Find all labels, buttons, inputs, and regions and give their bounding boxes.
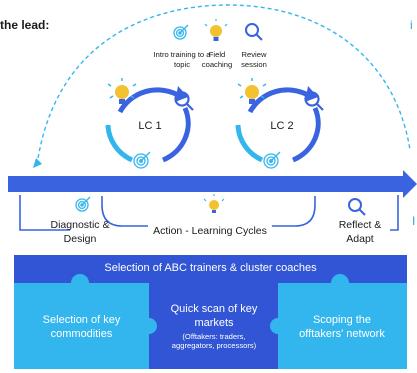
reflect-bracket xyxy=(390,195,399,231)
target-icon-intro xyxy=(173,24,189,40)
tile-right xyxy=(278,283,407,369)
phase-diagnostic: Diagnostic & Design xyxy=(50,219,110,245)
lightbulb-icon-field-coaching xyxy=(204,19,228,41)
tile-right-label: Scoping the offtakers' network xyxy=(299,314,385,340)
dashed-arc xyxy=(36,4,411,166)
cycle-label-lc1: LC 1 xyxy=(138,120,162,132)
target-icon-lc2 xyxy=(263,151,281,169)
edge-letter-bottom: I xyxy=(412,214,416,228)
tile-left xyxy=(14,283,149,369)
activity-field-coaching: Field coaching xyxy=(201,50,233,69)
cycle-label-lc2: LC 2 xyxy=(270,120,294,132)
phase-reflect: Reflect & Adapt xyxy=(338,219,382,245)
timeline-arrowhead xyxy=(403,170,417,198)
puzzle-knob-right xyxy=(331,274,349,292)
diagnostic-bracket xyxy=(19,195,70,231)
tile-center-sublabel: (Offtakers: traders, aggregators, proces… xyxy=(171,332,257,350)
band-title: Selection of ABC trainers & cluster coac… xyxy=(104,262,317,274)
magnifier-icon-lc2 xyxy=(304,91,324,111)
lightbulb-icon-lc1 xyxy=(107,78,137,104)
magnifier-icon-review xyxy=(245,23,263,41)
heading: the lead: xyxy=(0,18,50,32)
phase-action: Action - Learning Cycles xyxy=(153,225,267,237)
tile-left-label: Selection of key commodities xyxy=(42,314,121,340)
activity-review-session: Review session xyxy=(241,50,267,69)
edge-letter-top: i xyxy=(410,18,413,32)
lightbulb-icon-action xyxy=(203,194,225,213)
lc1-cycle xyxy=(105,86,191,163)
magnifier-icon-lc1 xyxy=(174,91,194,111)
puzzle-knob-center-right xyxy=(270,318,286,334)
dashed-arc-arrowhead xyxy=(33,158,42,168)
puzzle-knob-center-left xyxy=(141,318,157,334)
tile-center-label: Quick scan of key markets xyxy=(170,303,258,329)
lc2-cycle xyxy=(235,86,321,163)
target-icon-lc1 xyxy=(133,151,151,169)
puzzle-knob-left xyxy=(71,274,89,292)
activity-intro-training: Intro training to a topic xyxy=(153,50,211,69)
target-icon-diagnostic xyxy=(75,196,91,212)
lightbulb-icon-lc2 xyxy=(237,78,267,104)
action-bracket-right xyxy=(272,196,316,227)
timeline-bar xyxy=(8,176,403,192)
action-bracket xyxy=(101,196,148,227)
magnifier-icon-reflect xyxy=(348,198,366,216)
